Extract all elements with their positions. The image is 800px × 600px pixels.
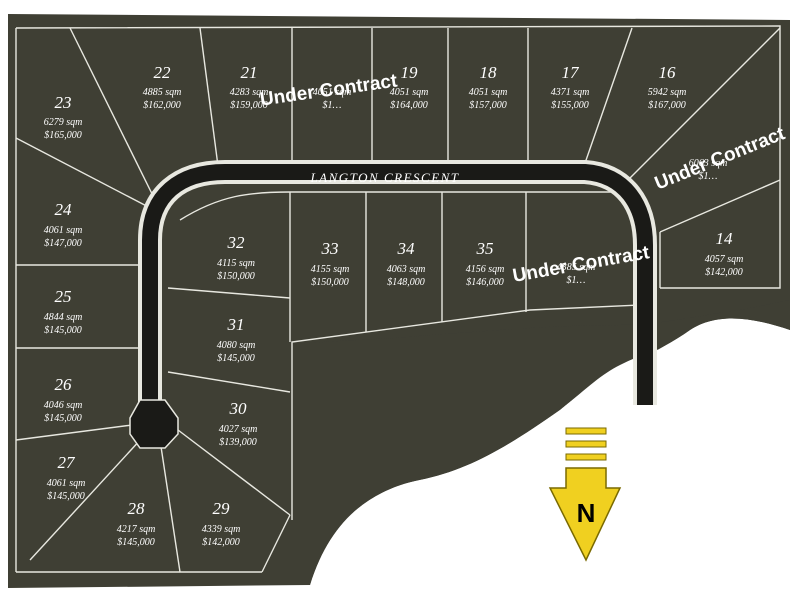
lot-price: $145,000 [117, 537, 155, 548]
lot-price: $145,000 [47, 491, 85, 502]
lot-area: 4844 sqm [44, 312, 83, 323]
lot-number: 31 [227, 315, 245, 334]
lot-price: $167,000 [648, 100, 686, 111]
langton-crescent-road-surface [142, 164, 653, 410]
lot-number: 34 [397, 239, 416, 258]
lot-price: $148,000 [387, 277, 425, 288]
lot-price: $142,000 [705, 267, 743, 278]
lot-price: $145,000 [44, 413, 82, 424]
lot-35[interactable]: 35 4156 sqm $146,000 [466, 239, 505, 288]
lot-price: $145,000 [217, 353, 255, 364]
lot-price: $142,000 [202, 537, 240, 548]
lot-area: 6279 sqm [44, 117, 83, 128]
north-arrow: N [548, 427, 622, 562]
lot-23[interactable]: 23 6279 sqm $165,000 [44, 93, 83, 141]
lot-16[interactable]: 16 5942 sqm $167,000 [648, 63, 687, 111]
lot-number: 19 [401, 63, 419, 82]
lot-price: $1… [699, 171, 718, 182]
lot-area: 4155 sqm [311, 264, 350, 275]
lot-area: 4063 sqm [387, 264, 426, 275]
lot-26[interactable]: 26 4046 sqm $145,000 [44, 375, 83, 424]
lot-number: 28 [128, 499, 146, 518]
lot-price: $147,000 [44, 238, 82, 249]
lot-price: $157,000 [469, 100, 507, 111]
lot-number: 21 [241, 63, 258, 82]
lot-price: $1… [567, 275, 586, 286]
cul-de-sac [129, 399, 179, 449]
lot-29[interactable]: 29 4339 sqm $142,000 [202, 499, 241, 548]
lot-31[interactable]: 31 4080 sqm $145,000 [217, 315, 256, 364]
lot-area: 4061 sqm [44, 225, 83, 236]
lot-number: 33 [321, 239, 339, 258]
lot-area: 4046 sqm [44, 400, 83, 411]
lot-number: 22 [154, 63, 172, 82]
land-area [8, 14, 790, 588]
lot-number: 30 [229, 399, 248, 418]
lot-number: 17 [562, 63, 581, 82]
lot-17[interactable]: 17 4371 sqm $155,000 [551, 63, 590, 111]
lot-price: $159,000 [230, 100, 268, 111]
reserve-area [292, 300, 790, 585]
north-label: N [577, 498, 596, 528]
lot-area: 4051 sqm [469, 87, 508, 98]
lot-number: 23 [55, 93, 72, 112]
lot-area: 4156 sqm [466, 264, 505, 275]
lot-area: 4115 sqm [217, 258, 255, 269]
lot-18[interactable]: 18 4051 sqm $157,000 [469, 63, 508, 111]
lot-area: 6063 sqm [689, 158, 728, 169]
lot-area: 4057 sqm [705, 254, 744, 265]
lot-24[interactable]: 24 4061 sqm $147,000 [44, 200, 83, 249]
lot-27[interactable]: 27 4061 sqm $145,000 [47, 453, 86, 502]
lot-number: 29 [213, 499, 231, 518]
lot-area: 4371 sqm [551, 87, 590, 98]
lot-number: 16 [659, 63, 677, 82]
lot-area: 4885 sqm [143, 87, 182, 98]
lot-28[interactable]: 28 4217 sqm $145,000 [117, 499, 156, 548]
lot-price: $165,000 [44, 130, 82, 141]
lot-price: $162,000 [143, 100, 181, 111]
lot-number: 24 [55, 200, 73, 219]
street-name: LANGTON CRESCENT [309, 170, 459, 185]
lot-price: $139,000 [219, 437, 257, 448]
lot-area: 4027 sqm [219, 424, 258, 435]
lot-number: 32 [227, 233, 246, 252]
lot-area: 4080 sqm [217, 340, 256, 351]
lot-21[interactable]: 21 4283 sqm $159,000 [230, 63, 269, 111]
lot-32[interactable]: 32 4115 sqm $150,000 [217, 233, 255, 282]
lot-25[interactable]: 25 4844 sqm $145,000 [44, 287, 83, 336]
lot-19[interactable]: 19 4051 sqm $164,000 [390, 63, 429, 111]
lot-22[interactable]: 22 4885 sqm $162,000 [143, 63, 182, 111]
lot-number: 14 [716, 229, 734, 248]
lot-number: 27 [58, 453, 77, 472]
lot-area: 5942 sqm [648, 87, 687, 98]
lot-area: 4051 sqm [390, 87, 429, 98]
lot-area: 4283 sqm [230, 87, 269, 98]
lot-area: 4339 sqm [202, 524, 241, 535]
lot-price: $146,000 [466, 277, 504, 288]
lot-price: $150,000 [217, 271, 255, 282]
lot-price: $145,000 [44, 325, 82, 336]
lot-number: 35 [476, 239, 494, 258]
north-arrow-icon [548, 467, 622, 562]
lot-33[interactable]: 33 4155 sqm $150,000 [311, 239, 350, 288]
lot-30[interactable]: 30 4027 sqm $139,000 [219, 399, 258, 448]
cleared-area [310, 344, 790, 600]
lot-area: 4051 sqm [313, 87, 352, 98]
lot-number: 18 [480, 63, 498, 82]
lot-34[interactable]: 34 4063 sqm $148,000 [387, 239, 426, 288]
lot-area: 4217 sqm [117, 524, 156, 535]
lot-price: $155,000 [551, 100, 589, 111]
lot-14[interactable]: 14 4057 sqm $142,000 [705, 229, 744, 278]
lot-price: $1… [323, 100, 342, 111]
lot-number: 26 [55, 375, 73, 394]
lot-number: 25 [55, 287, 72, 306]
lot-price: $150,000 [311, 277, 349, 288]
lot-area: 4385 sqm [557, 262, 596, 273]
lot-area: 4061 sqm [47, 478, 86, 489]
lot-price: $164,000 [390, 100, 428, 111]
